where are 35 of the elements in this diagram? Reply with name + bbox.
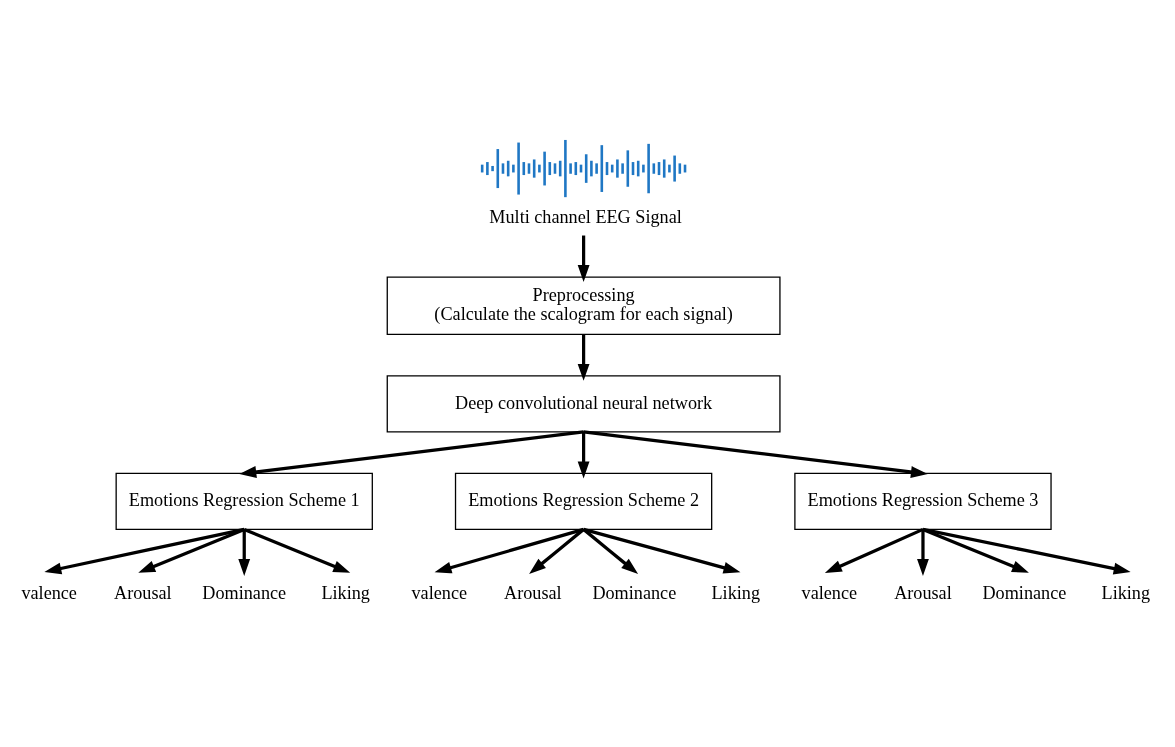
node-box: Deep convolutional neural network — [386, 374, 781, 432]
node-text: Liking — [1101, 582, 1151, 603]
arrow — [922, 527, 1029, 573]
arrow — [824, 527, 924, 573]
node-text: Arousal — [504, 582, 562, 603]
arrow — [434, 527, 585, 573]
arrow — [583, 527, 741, 574]
node-text: Arousal — [114, 582, 172, 603]
arrow — [44, 527, 245, 574]
node-text: Liking — [711, 582, 760, 603]
node-box: Emotions Regression Scheme 1 — [115, 472, 373, 530]
node-box: Emotions Regression Scheme 2 — [454, 472, 713, 530]
arrow — [529, 527, 585, 574]
node-text: Arousal — [894, 582, 952, 603]
arrow — [917, 528, 929, 576]
node-text: valence — [411, 582, 468, 603]
node-box: Emotions Regression Scheme 3 — [794, 472, 1052, 530]
node-text: Dominance — [592, 582, 677, 603]
arrow — [922, 527, 1131, 574]
arrow — [238, 528, 251, 576]
arrow — [243, 527, 351, 573]
node-text: Dominance — [982, 582, 1067, 603]
arrow — [577, 235, 590, 282]
node-label: Multi channel EEG Signal — [489, 206, 682, 227]
node-text: valence — [801, 582, 858, 603]
arrow — [239, 429, 584, 478]
node-text: Dominance — [202, 582, 287, 603]
node-box: Preprocessing (Calculate the scalogram for each signal) — [386, 276, 781, 335]
arrow — [582, 527, 639, 574]
node-text: valence — [21, 582, 77, 603]
node-text: Liking — [321, 582, 370, 603]
arrow — [138, 527, 245, 573]
arrow — [577, 431, 590, 478]
arrow — [583, 429, 928, 478]
arrow — [577, 333, 590, 381]
